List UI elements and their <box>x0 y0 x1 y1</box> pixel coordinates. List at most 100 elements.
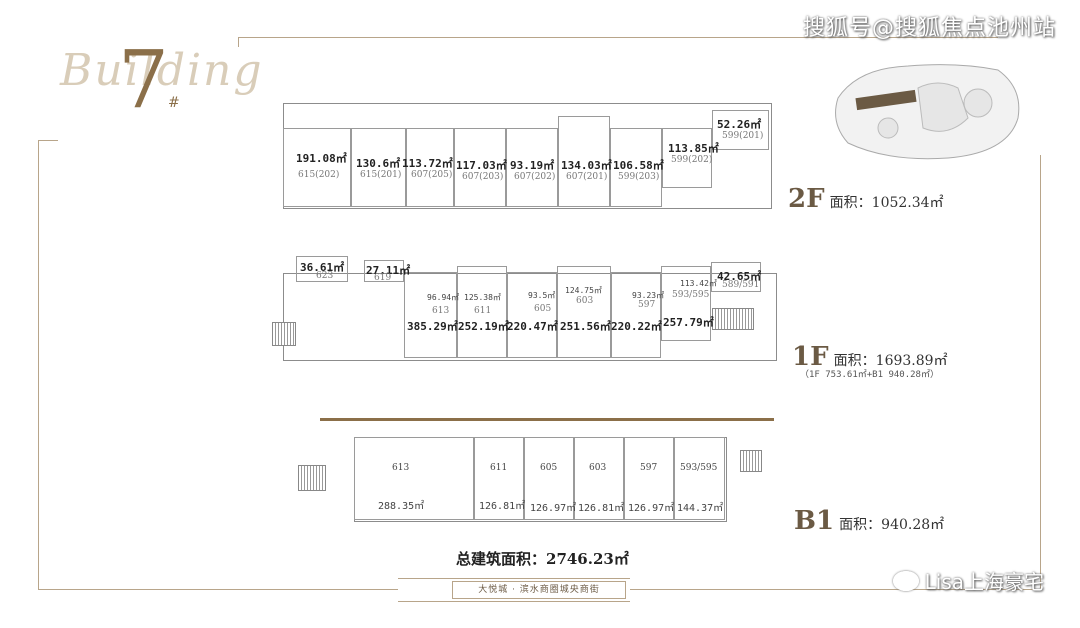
frame-left-vert <box>238 37 239 47</box>
room-2f-1 <box>283 128 351 207</box>
site-map <box>835 64 1020 160</box>
room-1f-593-unit: 593/595 <box>672 290 710 300</box>
room-1f-619-area: 27.11㎡ <box>366 264 411 277</box>
room-b1-613-area: 288.35㎡ <box>378 501 425 512</box>
stair-b1-left <box>298 465 326 491</box>
room-2f-6-unit: 607(201) <box>566 172 608 182</box>
room-b1-611-area: 126.81㎡ <box>479 501 526 512</box>
watermark-top: 搜狐号@搜狐焦点池州站 <box>802 16 1056 41</box>
room-1f-593 <box>661 266 711 341</box>
stair-b1-right <box>740 450 762 472</box>
frame-bottom-left <box>38 589 398 590</box>
watermark-bottom: Lisa上海豪宅 <box>892 566 1044 595</box>
room-b1-593 <box>674 437 725 520</box>
room-1f-605 <box>507 272 557 358</box>
room-1f-603-area: 124.75㎡ <box>565 286 602 295</box>
room-1f-613 <box>404 272 457 358</box>
room-1f-623-unit: 623 <box>316 271 334 281</box>
watermark-bottom-text: Lisa上海豪宅 <box>924 570 1044 594</box>
room-2f-3 <box>406 128 454 207</box>
banner-frame <box>398 578 630 602</box>
room-2f-2-unit: 615(201) <box>360 170 402 180</box>
room-1f-603-unit: 603 <box>576 296 594 306</box>
wechat-icon <box>892 571 919 591</box>
floor-2f-area: 面积：1052.34㎡ <box>829 195 944 211</box>
room-1f-611-unit: 611 <box>474 306 492 316</box>
room-2f-3-unit: 607(205) <box>411 170 453 180</box>
room-2f-2 <box>351 128 406 207</box>
room-2f-6 <box>558 116 610 207</box>
room-b1-597-area: 126.97㎡ <box>628 503 675 514</box>
room-b1-611-unit: 611 <box>490 463 508 473</box>
room-1f-589 <box>711 262 761 292</box>
floor-1f-code: 1F <box>792 342 829 372</box>
room-1f-611 <box>457 266 507 358</box>
room-1f-597-unit: 597 <box>638 300 656 310</box>
floor-b1-code: B1 <box>794 506 835 536</box>
room-b1-613-unit: 613 <box>392 463 410 473</box>
room-1f-623 <box>296 256 348 282</box>
room-2f-8-unit: 599(202) <box>671 155 713 165</box>
room-2f-3-area: 113.72㎡ <box>402 157 453 170</box>
room-2f-1-unit: 615(202) <box>298 170 340 180</box>
room-2f-6-area: 134.03㎡ <box>561 159 612 172</box>
room-1f-605-unit: 605 <box>534 304 552 314</box>
room-b1-605 <box>524 437 574 520</box>
banner-text: 大悦城 · 滨水商圈城央商街 <box>452 581 626 599</box>
room-1f-593-area: 113.42㎡ <box>680 279 717 288</box>
room-2f-5 <box>506 128 558 207</box>
room-1f-605-area: 93.5㎡ <box>528 291 556 300</box>
total-1f-603: 251.56㎡ <box>560 320 611 333</box>
room-2f-1-area: 191.08㎡ <box>296 152 347 165</box>
brand-number: 7 <box>118 33 169 126</box>
room-b1-613 <box>354 437 474 520</box>
room-2f-8 <box>662 128 712 188</box>
room-1f-613-unit: 613 <box>432 306 450 316</box>
stair-1f-left <box>272 322 296 346</box>
room-2f-9 <box>712 110 769 150</box>
room-b1-597 <box>624 437 674 520</box>
total-1f-605: 220.47㎡ <box>507 320 558 333</box>
room-b1-593-unit: 593/595 <box>680 463 718 473</box>
room-2f-9-area: 52.26㎡ <box>717 118 762 131</box>
room-1f-619 <box>364 260 404 282</box>
room-1f-597-area: 93.23㎡ <box>632 291 665 300</box>
room-1f-589-area: 42.65㎡ <box>717 270 762 283</box>
room-1f-603 <box>557 266 611 358</box>
floor-1f-area: 面积：1693.89㎡ <box>833 353 948 369</box>
room-b1-603-unit: 603 <box>589 463 607 473</box>
floor-1f-breakdown: （1F 753.61㎡+B1 940.28㎡） <box>800 370 939 380</box>
room-b1-603 <box>574 437 624 520</box>
frame-left-line <box>38 140 39 590</box>
room-2f-7-area: 106.58㎡ <box>613 159 664 172</box>
room-2f-7-unit: 599(203) <box>618 172 660 182</box>
plan-b1 <box>354 437 727 522</box>
room-1f-619-unit: 619 <box>374 273 392 283</box>
room-b1-611 <box>474 437 524 520</box>
room-2f-7 <box>610 128 662 207</box>
room-2f-8-area: 113.85㎡ <box>668 142 719 155</box>
total-1f-597: 220.22㎡ <box>611 320 662 333</box>
room-1f-611-area: 125.38㎡ <box>464 293 501 302</box>
frame-right-line <box>1040 155 1041 590</box>
total-area: 总建筑面积：2746.23㎡ <box>456 550 629 568</box>
room-1f-623-area: 36.61㎡ <box>300 261 345 274</box>
room-b1-603-area: 126.81㎡ <box>578 503 625 514</box>
frame-top-line <box>238 37 998 38</box>
plan-2f <box>283 103 772 209</box>
brand-script: Building <box>60 45 264 96</box>
room-2f-5-area: 93.19㎡ <box>510 159 555 172</box>
floor-b1-area: 面积：940.28㎡ <box>839 517 945 533</box>
b1-top-bar <box>320 418 774 421</box>
floor-2f-code: 2F <box>788 184 825 214</box>
room-2f-4-area: 117.03㎡ <box>456 159 507 172</box>
room-b1-605-unit: 605 <box>540 463 558 473</box>
room-1f-589-unit: 589/591 <box>722 280 760 290</box>
plan-1f <box>283 273 777 361</box>
floor-label-b1: B1 面积：940.28㎡ <box>794 506 944 536</box>
brand-hash: # <box>168 95 180 111</box>
stair-1f-right <box>712 308 754 330</box>
floor-label-1f: 1F 面积：1693.89㎡ <box>792 342 948 372</box>
room-2f-4-unit: 607(203) <box>462 172 504 182</box>
room-2f-4 <box>454 128 506 207</box>
